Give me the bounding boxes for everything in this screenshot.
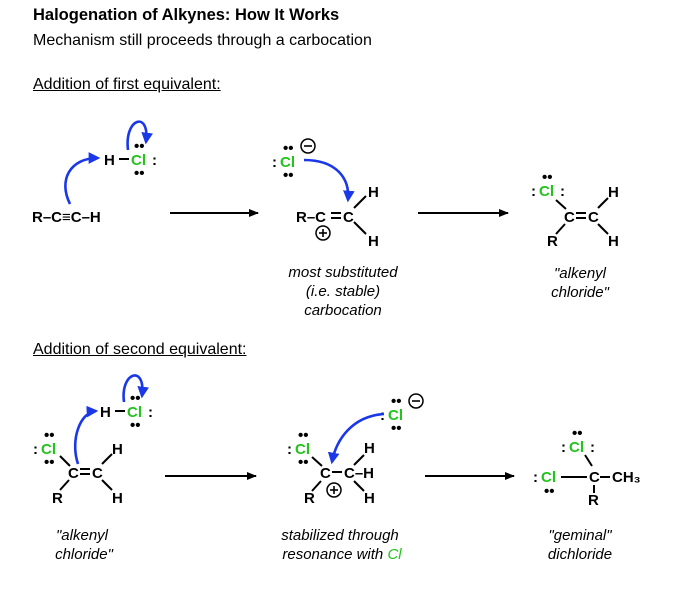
caption-alkenyl-2: "alkenyl bbox=[56, 527, 109, 544]
product-cl-atom: Cl bbox=[539, 183, 554, 200]
svg-text:••: •• bbox=[44, 427, 55, 444]
lone-pair-top: •• bbox=[542, 169, 553, 186]
curved-arrow-pi-to-h-2 bbox=[73, 405, 99, 465]
section-heading-second-equivalent: Addition of second equivalent: bbox=[33, 341, 247, 358]
h-bottom-atom: H bbox=[368, 233, 379, 250]
caption-stabilized-through: stabilized through bbox=[281, 527, 399, 544]
svg-text::: : bbox=[561, 439, 566, 456]
h-top-atom: H bbox=[112, 441, 123, 458]
methyl-group: CH₃ bbox=[612, 469, 641, 486]
svg-text:••: •• bbox=[298, 427, 309, 444]
caption-resonance: resonance with Cl bbox=[282, 546, 402, 563]
curved-arrow-pi-to-h bbox=[64, 152, 101, 205]
svg-text::: : bbox=[590, 439, 595, 456]
caption-geminal: "geminal" bbox=[548, 527, 612, 544]
chloride-ion-1: : Cl •• •• bbox=[272, 138, 316, 184]
chloride-cl-atom: Cl bbox=[280, 154, 295, 171]
alkene-c1-atom: C bbox=[68, 465, 79, 482]
chloride-cl-atom: Cl bbox=[388, 407, 403, 424]
caption-dichloride: dichloride bbox=[548, 546, 612, 563]
alkenyl-chloride-reactant: : Cl •• •• C C R H H bbox=[33, 427, 123, 507]
hcl-h-atom: H bbox=[104, 152, 115, 169]
h-top-atom: H bbox=[608, 184, 619, 201]
h-top-atom: H bbox=[364, 440, 375, 457]
svg-text:••: •• bbox=[391, 393, 402, 410]
c-h-bond-down bbox=[353, 221, 367, 235]
vinyl-cation: R–C C H H bbox=[296, 184, 379, 250]
hcl-cl-atom: Cl bbox=[131, 152, 146, 169]
alkyne-reactant: R–C≡C–H bbox=[32, 209, 101, 226]
central-carbon: C bbox=[589, 469, 600, 486]
cation-c2-atom: C bbox=[343, 209, 354, 226]
svg-text::: : bbox=[560, 183, 565, 200]
lone-pair-top: •• bbox=[283, 140, 294, 157]
svg-text::: : bbox=[33, 441, 38, 458]
caption-most-substituted: most substituted bbox=[288, 264, 398, 281]
r-group: R bbox=[304, 490, 315, 507]
curved-arrow-hcl-bond bbox=[126, 120, 153, 151]
caption-alkenyl: "alkenyl bbox=[554, 265, 607, 282]
svg-text::: : bbox=[148, 404, 153, 421]
c-h-fragment: C–H bbox=[344, 465, 374, 482]
svg-text::: : bbox=[287, 441, 292, 458]
cation-cl-atom: Cl bbox=[295, 441, 310, 458]
geminal-dichloride-product: : Cl •• : : Cl •• C CH₃ R bbox=[533, 425, 641, 509]
h-bottom-atom: H bbox=[608, 233, 619, 250]
curved-arrow-hcl-bond-2 bbox=[122, 374, 149, 403]
alkyne-formula: R–C≡C–H bbox=[32, 209, 101, 226]
cl-top-atom: Cl bbox=[569, 439, 584, 456]
alkene-c2-atom: C bbox=[588, 209, 599, 226]
svg-text::: : bbox=[531, 183, 536, 200]
r-group: R bbox=[547, 233, 558, 250]
alkene-c2-atom: C bbox=[92, 465, 103, 482]
h-bottom-atom: H bbox=[364, 490, 375, 507]
svg-text::: : bbox=[380, 407, 385, 424]
subtitle: Mechanism still proceeds through a carbo… bbox=[33, 32, 372, 49]
cation-c1-atom: C bbox=[320, 465, 331, 482]
alkenyl-chloride-product: : Cl •• : C C R H H bbox=[531, 169, 619, 250]
hcl-h-atom: H bbox=[100, 404, 111, 421]
page-title: Halogenation of Alkynes: How It Works bbox=[33, 6, 340, 24]
lone-pair-bottom: •• bbox=[283, 167, 294, 184]
lone-pair-top: •• bbox=[134, 138, 145, 155]
curved-arrow-chloride-attack-2 bbox=[327, 412, 385, 465]
svg-text:••: •• bbox=[298, 454, 309, 471]
c-h-bond-up bbox=[353, 195, 367, 209]
lone-pair-bottom: •• bbox=[134, 165, 145, 182]
lone-pair-right: : bbox=[152, 152, 157, 169]
caption-carbocation: carbocation bbox=[304, 302, 382, 319]
svg-text:••: •• bbox=[391, 420, 402, 437]
h-bottom-atom: H bbox=[112, 490, 123, 507]
svg-text:••: •• bbox=[44, 454, 55, 471]
svg-text:••: •• bbox=[572, 425, 583, 442]
lone-pair-left: : bbox=[272, 154, 277, 171]
svg-text:••: •• bbox=[130, 417, 141, 434]
chloride-ion-2: : Cl •• •• bbox=[380, 393, 424, 437]
hcl-cl-atom: Cl bbox=[127, 404, 142, 421]
svg-text:••: •• bbox=[544, 483, 555, 500]
section-heading-first-equivalent: Addition of first equivalent: bbox=[33, 76, 221, 93]
cl-c-bond bbox=[555, 199, 567, 210]
h-top-atom: H bbox=[368, 184, 379, 201]
r-c-fragment: R–C bbox=[296, 209, 326, 226]
alkene-c1-atom: C bbox=[564, 209, 575, 226]
curved-arrow-chloride-attack bbox=[303, 158, 355, 203]
reactant-cl-atom: Cl bbox=[41, 441, 56, 458]
cl-left-atom: Cl bbox=[541, 469, 556, 486]
hcl-reagent-2: H Cl •• •• : bbox=[100, 390, 153, 434]
hcl-reagent-1: H Cl •• •• : bbox=[104, 138, 157, 182]
stabilized-carbocation: : Cl •• •• C C–H H H R bbox=[287, 427, 375, 507]
svg-text:••: •• bbox=[130, 390, 141, 407]
r-group: R bbox=[588, 492, 599, 509]
caption-ie-stable: (i.e. stable) bbox=[306, 283, 380, 300]
caption-chloride: chloride" bbox=[551, 284, 610, 301]
caption-chloride-2: chloride" bbox=[55, 546, 114, 563]
r-group: R bbox=[52, 490, 63, 507]
svg-text::: : bbox=[533, 469, 538, 486]
